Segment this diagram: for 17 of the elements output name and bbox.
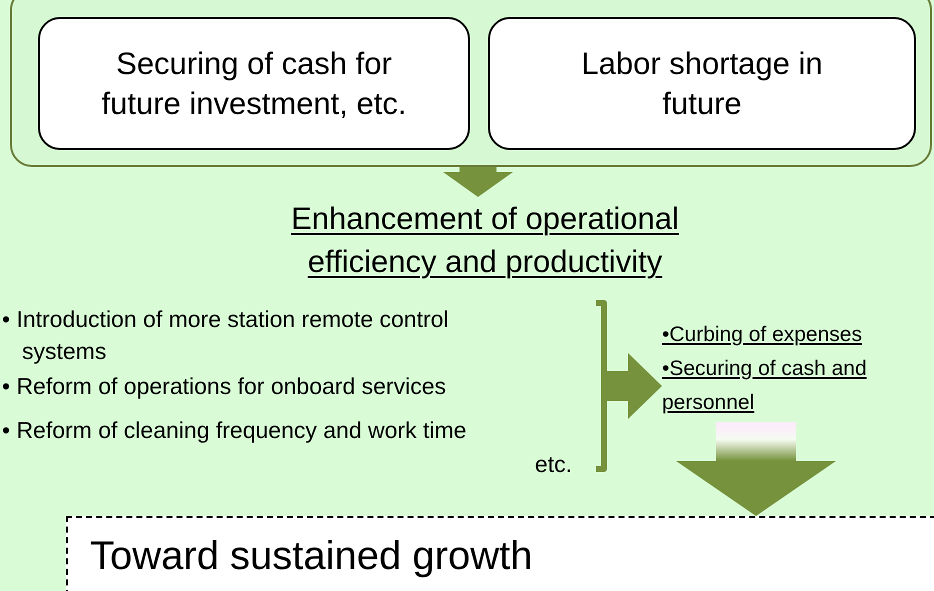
block-arrow <box>606 353 662 419</box>
bullet-item: • Reform of operations for onboard services <box>1 372 447 401</box>
result-item: •Curbing of expenses <box>662 322 863 348</box>
result-item: •Securing of cash and personnel <box>662 356 868 416</box>
result-box <box>66 516 934 591</box>
bullet-item: • Reform of cleaning frequency and work time <box>1 416 468 445</box>
process-box <box>38 17 470 150</box>
box-text: Securing of cash for future investment, etc. <box>100 44 408 122</box>
note-text: etc. <box>534 450 573 479</box>
bullet-item: • Introduction of more station remote control systems <box>1 305 450 366</box>
box-text: Toward sustained growth <box>90 533 532 580</box>
block-arrow <box>676 422 836 516</box>
heading-text: Enhancement of operational efficiency and productivity <box>290 200 680 281</box>
group-panel <box>10 0 932 167</box>
block-arrow <box>443 167 513 197</box>
process-box <box>488 17 916 150</box>
box-text: Labor shortage in future <box>580 44 824 122</box>
